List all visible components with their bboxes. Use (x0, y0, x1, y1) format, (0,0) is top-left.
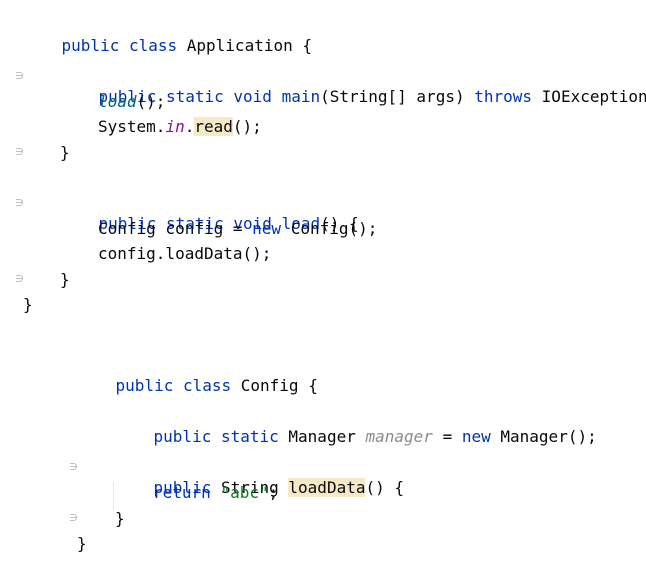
fold-marker-icon[interactable]: ∋ (69, 513, 78, 524)
code-line-return: return "abc"; (153, 483, 278, 503)
keyword: public class (115, 376, 232, 395)
fold-marker-icon[interactable]: ∋ (15, 147, 24, 158)
signature-tail: () { (320, 214, 359, 233)
brace: } (115, 509, 125, 528)
brace: } (23, 295, 33, 314)
brace: { (308, 376, 318, 395)
fold-marker-icon[interactable]: ∋ (69, 462, 78, 473)
code-line-main-signature: public static void main(String[] args) t… (60, 67, 646, 106)
field-type: Manager (288, 427, 356, 446)
code-line-close-application: } (23, 295, 33, 315)
code-line-close-main: } (60, 143, 70, 163)
class-name: Config (240, 376, 299, 395)
modifiers: public static (153, 427, 279, 446)
modifiers: public static void (98, 214, 272, 233)
class-name: Application (186, 36, 293, 55)
method-name: main (281, 87, 321, 106)
dot: . (184, 117, 195, 136)
static-field-in: in (165, 117, 185, 136)
constructor-call: Manager(); (500, 427, 597, 446)
code-line-load-call: load(); (98, 92, 165, 112)
brace: } (60, 143, 70, 162)
code-line-close-load: } (60, 270, 70, 290)
string-literal: "abc" (220, 483, 269, 502)
code-line-config-new: Config config = new Config(); (98, 219, 377, 239)
brace: } (77, 534, 87, 553)
return-type: String (220, 478, 279, 497)
params: (String[] args) (320, 87, 465, 106)
code-line-class-config: public class Config { (77, 356, 318, 395)
code-line-close-load-data: } (115, 509, 125, 529)
indent-guide (113, 482, 114, 510)
modifiers: public (153, 478, 212, 497)
static-method-call: load (98, 92, 137, 111)
system-prefix: System. (98, 117, 166, 136)
brace: } (60, 270, 70, 289)
code-line-class-application: public class Application { (23, 16, 312, 55)
field-name: manager (365, 427, 433, 446)
code-line-system-read: System.in.read(); (98, 117, 262, 137)
declaration: Config config = (98, 219, 243, 238)
constructor-call: Config(); (290, 219, 378, 238)
fold-marker-icon[interactable]: ∋ (15, 198, 24, 209)
code-line-close-config: } (77, 534, 87, 554)
exception-type: IOException (541, 87, 646, 106)
call-tail: (); (136, 92, 166, 111)
highlighted-method-load-data: loadData (288, 478, 366, 497)
throws-keyword: throws (474, 87, 533, 106)
keyword: public class (61, 36, 178, 55)
equals: = (442, 427, 453, 446)
method-call: config.loadData(); (98, 244, 272, 263)
fold-marker-icon[interactable]: ∋ (15, 274, 24, 285)
new-keyword: new (252, 219, 282, 238)
code-line-load-signature: public static void load() { (60, 194, 359, 233)
brace: { (302, 36, 313, 55)
code-line-load-data-signature: public String loadData() { (115, 458, 404, 497)
highlighted-method-read: read (194, 117, 233, 136)
semicolon: ; (268, 483, 279, 502)
code-line-manager-field: public static Manager manager = new Mana… (115, 407, 597, 446)
call-tail: (); (232, 117, 262, 136)
modifiers: public static void (98, 87, 272, 106)
return-keyword: return (153, 483, 211, 502)
fold-marker-icon[interactable]: ∋ (15, 71, 24, 82)
signature-tail: () { (365, 478, 404, 497)
new-keyword: new (461, 427, 491, 446)
code-line-load-data-call: config.loadData(); (98, 244, 271, 264)
method-name: load (281, 214, 321, 233)
